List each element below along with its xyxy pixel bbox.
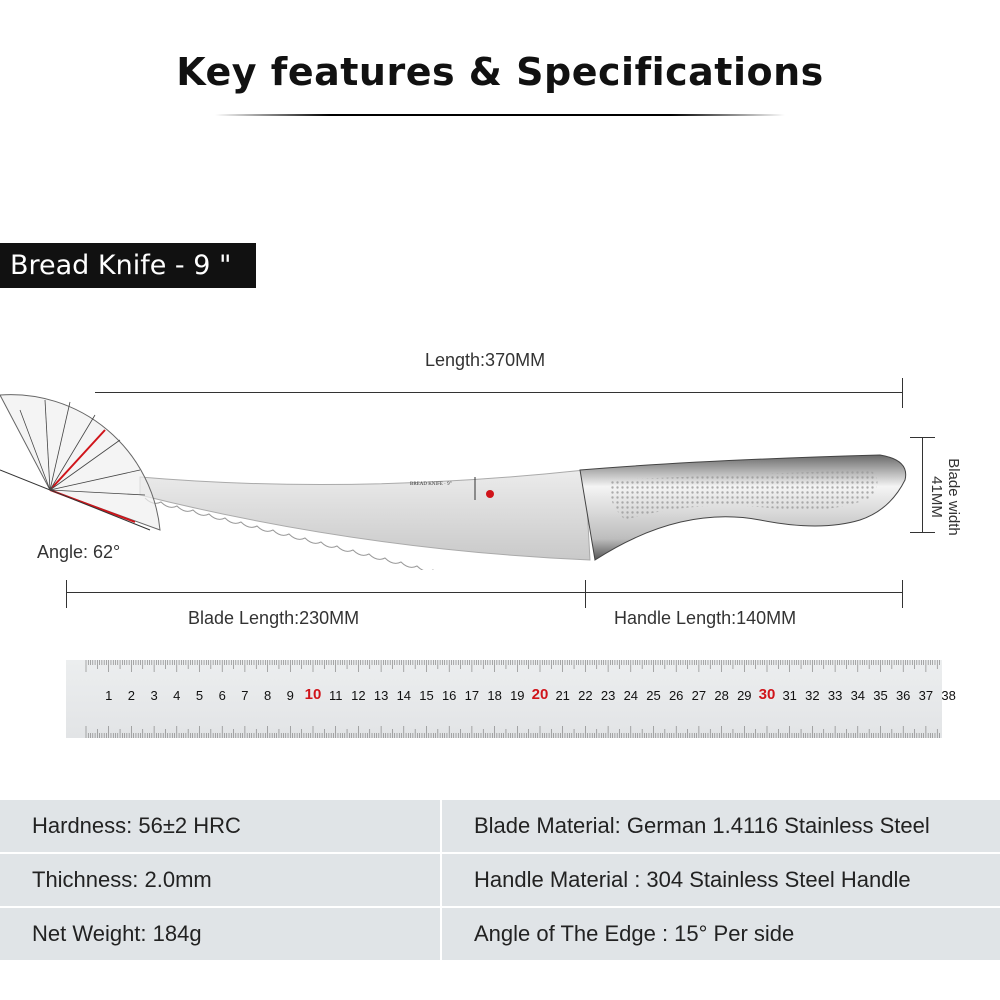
blade-length-label: Blade Length:230MM — [188, 608, 360, 628]
ruler-number: 29 — [737, 688, 752, 703]
product-badge: Bread Knife - 9 " — [0, 243, 256, 288]
ruler-number: 13 — [373, 688, 389, 703]
ruler-number: 26 — [668, 688, 684, 703]
ruler-number: 25 — [646, 688, 661, 703]
spec-hardness: Hardness: 56±2 HRC — [0, 800, 440, 852]
ruler-number: 1 — [105, 688, 113, 703]
ruler-number: 7 — [241, 688, 249, 703]
ruler-number: 2 — [127, 688, 136, 703]
specs-table: Hardness: 56±2 HRC Blade Material: Germa… — [0, 800, 1000, 962]
ruler-number: 3 — [150, 688, 158, 703]
ruler-number: 4 — [173, 688, 181, 703]
spec-net-weight: Net Weight: 184g — [0, 908, 440, 960]
spec-row: Hardness: 56±2 HRC Blade Material: Germa… — [0, 800, 1000, 852]
tick-mid — [585, 580, 586, 608]
length-line — [95, 392, 903, 393]
ruler-number: 22 — [578, 688, 593, 703]
tick-end — [902, 580, 903, 608]
spec-edge-angle: Angle of The Edge : 15° Per side — [442, 908, 1000, 960]
ruler-number: 5 — [195, 688, 204, 703]
ruler-number: 10 — [304, 686, 322, 703]
ruler-number: 18 — [487, 688, 502, 703]
ruler-number: 33 — [827, 688, 843, 703]
ruler-number: 31 — [782, 688, 797, 703]
angle-label: Angle: 62° — [37, 542, 121, 562]
tick-start — [66, 580, 67, 608]
ruler-number: 36 — [895, 688, 911, 703]
title-divider — [215, 114, 785, 116]
protractor-icon — [0, 394, 161, 531]
width-tick-bottom — [910, 532, 935, 533]
ruler-number: 24 — [623, 688, 639, 703]
ruler-number: 32 — [805, 688, 820, 703]
ruler-number: 15 — [419, 688, 434, 703]
ruler-number: 12 — [351, 688, 366, 703]
page-title: Key features & Specifications — [176, 50, 824, 94]
spec-blade-material: Blade Material: German 1.4116 Stainless … — [442, 800, 1000, 852]
sub-length-line — [66, 592, 902, 593]
length-tick — [902, 378, 903, 408]
ruler-number: 6 — [218, 688, 226, 703]
knife-illustration: BREAD KNIFE · 9" — [0, 394, 907, 570]
ruler-number: 16 — [441, 688, 457, 703]
width-line — [922, 437, 923, 532]
ruler-number: 35 — [873, 688, 888, 703]
ruler-number: 23 — [600, 688, 616, 703]
ruler-number: 9 — [286, 688, 294, 703]
spec-row: Thichness: 2.0mm Handle Material : 304 S… — [0, 854, 1000, 906]
ruler-number: 28 — [714, 688, 729, 703]
ruler-number: 38 — [941, 688, 956, 703]
spec-row: Net Weight: 184g Angle of The Edge : 15°… — [0, 908, 1000, 960]
ruler-number: 30 — [758, 686, 776, 703]
brand-seal-icon — [486, 490, 494, 498]
ruler-number: 14 — [396, 688, 412, 703]
ruler-number: 19 — [510, 688, 525, 703]
ruler-number: 11 — [328, 688, 343, 703]
blade-engraving: BREAD KNIFE · 9" — [410, 482, 452, 487]
ruler-number: 8 — [263, 688, 272, 703]
blade-width-label: Blade width 41MM — [928, 458, 962, 536]
length-label: Length:370MM — [425, 350, 546, 370]
ruler-number: 21 — [555, 688, 570, 703]
ruler-number: 34 — [850, 688, 866, 703]
ruler-number: 37 — [918, 688, 934, 703]
ruler-number: 27 — [691, 688, 707, 703]
spec-thickness: Thichness: 2.0mm — [0, 854, 440, 906]
ruler-number: 20 — [531, 686, 549, 703]
handle-length-label: Handle Length:140MM — [614, 608, 797, 628]
ruler-number: 17 — [464, 688, 480, 703]
spec-handle-material: Handle Material : 304 Stainless Steel Ha… — [442, 854, 1000, 906]
